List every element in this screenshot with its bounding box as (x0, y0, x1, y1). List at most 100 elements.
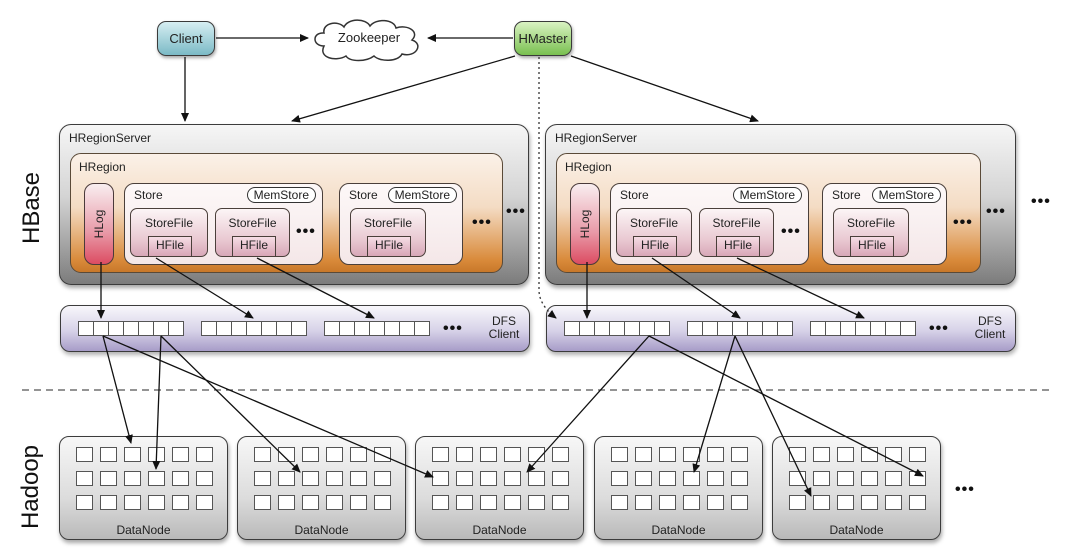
block (278, 471, 295, 486)
block (254, 495, 271, 510)
hfile[interactable]: HFile (850, 236, 894, 257)
hfile[interactable]: HFile (633, 236, 677, 257)
block (326, 447, 343, 462)
hregion-2[interactable]: HRegion HLog Store MemStore StoreFile HF… (556, 153, 981, 273)
hmaster-node[interactable]: HMaster (514, 21, 572, 56)
storefile[interactable]: StoreFile HFile (215, 208, 290, 257)
block-group (810, 321, 916, 336)
datanode-5[interactable]: DataNode (772, 436, 941, 540)
hmaster-to-server2-arrow (570, 55, 759, 123)
block (528, 471, 545, 486)
hfile[interactable]: HFile (232, 236, 276, 257)
memstore[interactable]: MemStore (387, 187, 457, 203)
block (324, 321, 340, 336)
hfile[interactable]: HFile (148, 236, 192, 257)
zookeeper-node[interactable]: Zookeeper (310, 16, 428, 62)
block (909, 471, 926, 486)
block (861, 471, 878, 486)
storefile[interactable]: StoreFile HFile (350, 208, 426, 257)
hregion-title: HRegion (565, 160, 612, 174)
store-title: Store (832, 188, 861, 202)
block (885, 471, 902, 486)
block (172, 471, 189, 486)
block-grid (432, 447, 569, 510)
block (909, 447, 926, 462)
storefile[interactable]: StoreFile HFile (616, 208, 692, 257)
storefile-label: StoreFile (228, 216, 277, 230)
block (813, 447, 830, 462)
datanode-1[interactable]: DataNode (59, 436, 228, 540)
block (635, 495, 652, 510)
block (148, 495, 165, 510)
block (124, 447, 141, 462)
block (861, 495, 878, 510)
block (659, 471, 676, 486)
memstore[interactable]: MemStore (732, 187, 802, 203)
block (76, 471, 93, 486)
datanode-3[interactable]: DataNode (415, 436, 584, 540)
store-1b[interactable]: Store MemStore StoreFile HFile (339, 183, 463, 265)
block (302, 495, 319, 510)
storefile[interactable]: StoreFile HFile (833, 208, 909, 257)
memstore[interactable]: MemStore (871, 187, 941, 203)
client-node[interactable]: Client (157, 21, 215, 56)
block (261, 321, 277, 336)
store-1a[interactable]: Store MemStore StoreFile HFile StoreFile… (124, 183, 323, 265)
block (659, 495, 676, 510)
block (276, 321, 292, 336)
block (124, 495, 141, 510)
region-server-2[interactable]: HRegionServer HRegion HLog Store MemStor… (545, 124, 1016, 285)
store-2a[interactable]: Store MemStore StoreFile HFile StoreFile… (610, 183, 809, 265)
more-datanodes-ellipsis: ••• (955, 481, 975, 498)
hlog-1[interactable]: HLog (84, 183, 114, 265)
hmaster-to-server1-arrow (291, 55, 516, 123)
region-server-1[interactable]: HRegionServer HRegion HLog Store MemStor… (59, 124, 529, 285)
block (825, 321, 841, 336)
block (196, 471, 213, 486)
datanode-label: DataNode (116, 523, 171, 537)
block (374, 447, 391, 462)
block (611, 447, 628, 462)
block (609, 321, 625, 336)
store-2b[interactable]: Store MemStore StoreFile HFile (822, 183, 947, 265)
block (611, 471, 628, 486)
hlog-2[interactable]: HLog (570, 183, 600, 265)
storefile-label: StoreFile (629, 216, 679, 230)
block-group (687, 321, 793, 336)
block-group (324, 321, 430, 336)
hregion-1[interactable]: HRegion HLog Store MemStore StoreFile HF… (70, 153, 503, 273)
more-storefiles-ellipsis: ••• (781, 223, 801, 240)
block (350, 471, 367, 486)
block (707, 447, 724, 462)
block (870, 321, 886, 336)
block (900, 321, 916, 336)
dfs-client-2[interactable]: ••• DFS Client (546, 305, 1016, 352)
block (885, 495, 902, 510)
store-title: Store (620, 188, 649, 202)
block-replica-arrow (102, 335, 133, 444)
datanode-2[interactable]: DataNode (237, 436, 406, 540)
more-blocks-ellipsis: ••• (443, 320, 463, 337)
block (552, 495, 569, 510)
datanode-4[interactable]: DataNode (594, 436, 763, 540)
store-title: Store (134, 188, 163, 202)
memstore[interactable]: MemStore (246, 187, 316, 203)
block (138, 321, 154, 336)
block (172, 495, 189, 510)
storefile[interactable]: StoreFile HFile (699, 208, 774, 257)
hfile[interactable]: HFile (367, 236, 411, 257)
storefile-label: StoreFile (363, 216, 413, 230)
block (369, 321, 385, 336)
block (399, 321, 415, 336)
block (777, 321, 793, 336)
storefile[interactable]: StoreFile HFile (130, 208, 208, 257)
block (100, 471, 117, 486)
block (909, 495, 926, 510)
block (813, 471, 830, 486)
block (717, 321, 733, 336)
hfile[interactable]: HFile (716, 236, 760, 257)
block (100, 495, 117, 510)
dfs-client-1[interactable]: ••• DFS Client (60, 305, 530, 352)
zookeeper-label: Zookeeper (337, 30, 401, 45)
more-blocks-ellipsis: ••• (929, 320, 949, 337)
